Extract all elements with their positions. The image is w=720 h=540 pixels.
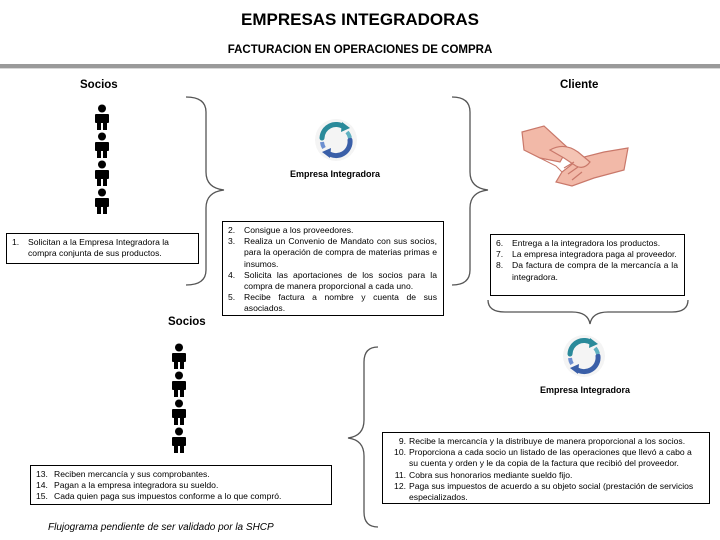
step-number: 4.: [228, 269, 236, 280]
brace-center-bottom: [487, 299, 689, 325]
person-icon: [95, 132, 109, 158]
step-box-socios-request: 1. Solicitan a la Empresa Integradora la…: [6, 233, 199, 264]
socios-label-bottom: Socios: [168, 316, 206, 328]
step-item: 7. La empresa integradora paga al proveed…: [496, 249, 678, 260]
step-item: 9.Recibe la mercancía y la distribuye de…: [388, 436, 703, 447]
step-text: Entrega a la integradora los productos.: [512, 238, 661, 248]
step-text: Solicitan a la Empresa Integradora la co…: [28, 237, 169, 259]
person-icon: [172, 371, 186, 397]
bracket-socios-bottom: [347, 346, 379, 528]
step-number: 3.: [228, 236, 236, 247]
step-text: Realiza un Convenio de Mandato con sus s…: [244, 236, 437, 269]
step-text: Reciben mercancía y sus comprobantes.: [54, 469, 210, 479]
step-text: Recibe la mercancía y la distribuye de m…: [409, 436, 686, 446]
header-divider: [0, 64, 720, 68]
step-item: 6. Entrega a la integradora los productos…: [496, 238, 678, 249]
person-icon: [95, 104, 109, 130]
step-text: La empresa integradora paga al proveedor…: [512, 249, 677, 260]
step-text: Da factura de compra de la mercancía a l…: [512, 260, 678, 282]
step-item: 5. Recibe factura a nombre y cuenta de su…: [228, 292, 437, 314]
step-text: Recibe factura a nombre y cuenta de sus …: [244, 292, 437, 314]
bracket-socios-top: [185, 96, 225, 286]
step-box-integradora-tasks: 2. Consigue a los proveedores. 3. Realiza …: [222, 221, 444, 316]
step-box-cliente-tasks: 6. Entrega a la integradora los productos…: [490, 234, 685, 296]
step-item: 11.Cobra sus honorarios mediante sueldo …: [388, 470, 703, 481]
step-item: 4. Solicita las aportaciones de los socio…: [228, 270, 437, 292]
page-subtitle: FACTURACION EN OPERACIONES DE COMPRA: [227, 44, 493, 56]
step-number: 9.: [398, 436, 406, 446]
step-item: 3. Realiza un Convenio de Mandato con sus…: [228, 236, 437, 270]
step-list: 13. Reciben mercancía y sus comprobantes.…: [36, 469, 326, 503]
step-text: Consigue a los proveedores.: [244, 225, 354, 235]
person-icon: [172, 427, 186, 453]
socios-label-top: Socios: [80, 79, 118, 91]
integradora-label-top: Empresa Integradora: [289, 169, 381, 179]
step-number: 5.: [228, 292, 236, 303]
step-text: Paga sus impuestos de acuerdo a su objet…: [409, 480, 694, 503]
step-item: 15. Cada quien paga sus impuestos conform…: [36, 491, 326, 502]
step-text: Cada quien paga sus impuestos conforme a…: [54, 491, 282, 502]
step-number: 12.: [394, 480, 406, 491]
step-number: 15.: [36, 491, 48, 502]
step-number: 13.: [36, 469, 48, 479]
bracket-cliente-top: [451, 96, 489, 286]
step-text: Cobra sus honorarios mediante sueldo fij…: [409, 469, 573, 480]
cliente-label: Cliente: [560, 79, 599, 91]
step-item: 12.Paga sus impuestos de acuerdo a su ob…: [388, 481, 703, 503]
step-list: 2. Consigue a los proveedores. 3. Realiza …: [228, 225, 437, 315]
step-text: Solicita las aportaciones de los socios …: [244, 269, 437, 292]
page-title: EMPRESAS INTEGRADORAS: [240, 10, 480, 29]
step-box-socios-results: 13. Reciben mercancía y sus comprobantes.…: [30, 465, 332, 505]
step-item: 14. Pagan a la empresa integradora su sue…: [36, 480, 326, 491]
footer-note: Flujograma pendiente de ser validado por…: [48, 522, 274, 533]
person-icon: [95, 160, 109, 186]
socios-group-bottom: [172, 343, 186, 453]
step-number: 11.: [394, 469, 406, 480]
handshake-icon: [521, 125, 629, 187]
integradora-label-bottom: Empresa Integradora: [539, 385, 631, 395]
step-box-integradora-distribution: 9.Recibe la mercancía y la distribuye de…: [382, 432, 710, 504]
step-number: 1.: [12, 237, 20, 247]
step-list: 1. Solicitan a la Empresa Integradora la…: [12, 237, 193, 259]
step-number: 6.: [496, 238, 504, 248]
step-number: 10.: [394, 447, 406, 458]
step-number: 2.: [228, 225, 236, 235]
step-number: 8.: [496, 260, 504, 271]
step-list: 6. Entrega a la integradora los productos…: [496, 238, 678, 283]
step-text: Pagan a la empresa integradora su sueldo…: [54, 480, 219, 491]
recycle-arrows-icon: [563, 335, 605, 377]
step-item: 1. Solicitan a la Empresa Integradora la…: [12, 237, 193, 259]
step-list: 9.Recibe la mercancía y la distribuye de…: [388, 436, 703, 503]
person-icon: [172, 399, 186, 425]
step-number: 7.: [496, 249, 504, 260]
step-item: 2. Consigue a los proveedores.: [228, 225, 437, 236]
recycle-arrows-icon: [315, 119, 357, 161]
step-item: 13. Reciben mercancía y sus comprobantes.: [36, 469, 326, 480]
header-divider-shadow: [0, 68, 720, 69]
person-icon: [172, 343, 186, 369]
step-text: Proporciona a cada socio un listado de l…: [409, 447, 692, 469]
step-item: 8. Da factura de compra de la mercancía a…: [496, 260, 678, 282]
step-item: 10.Proporciona a cada socio un listado d…: [388, 447, 703, 469]
step-number: 14.: [36, 480, 48, 491]
socios-group-top: [95, 104, 109, 214]
person-icon: [95, 188, 109, 214]
